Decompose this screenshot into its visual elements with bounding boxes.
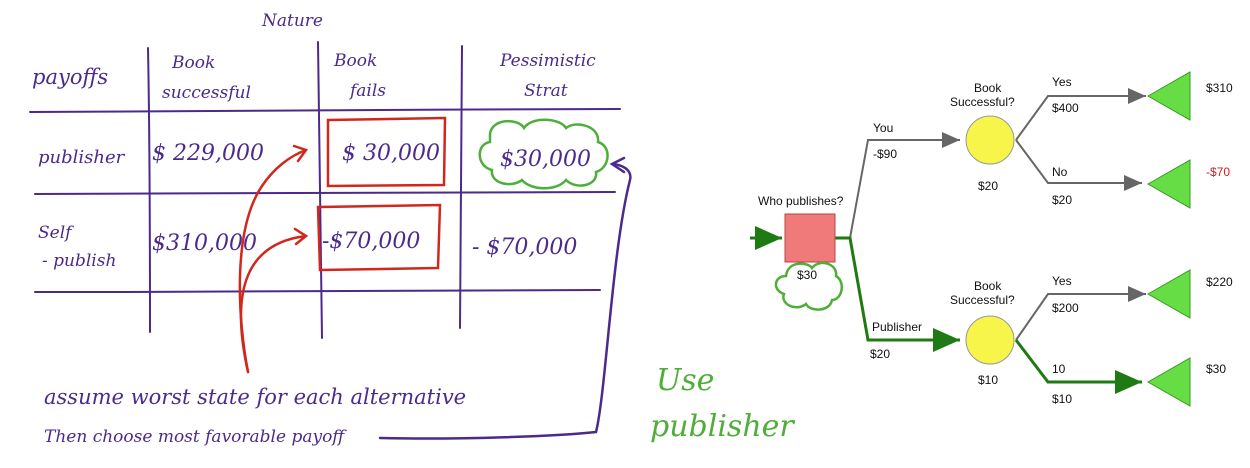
header-col2-line2: fails <box>348 81 386 101</box>
header-col1-line1: Book <box>171 53 215 73</box>
row-publisher-fails: $ 30,000 <box>342 141 440 166</box>
row-self-pessimistic: - $70,000 <box>472 235 577 260</box>
row-label-publisher: publisher <box>38 147 126 168</box>
table-line-bottom <box>34 289 601 293</box>
top-no-label: No <box>1052 165 1068 179</box>
row-self-fails: -$70,000 <box>322 229 420 254</box>
decision-node-label: Who publishes? <box>758 194 844 208</box>
table-line-middle <box>34 191 616 195</box>
nature-label: Nature <box>261 11 323 31</box>
terminal-node-bottom-yes <box>1146 269 1191 319</box>
top-yes-value: $400 <box>1052 101 1079 115</box>
chance-bottom-label-2: Successful? <box>950 293 1015 307</box>
handwritten-notes: Nature payoffs Book successful Book fail… <box>29 11 795 447</box>
terminal-node-top-no <box>1146 159 1191 209</box>
chance-top-value: $20 <box>978 179 998 193</box>
table-col-line-1 <box>147 47 151 333</box>
decision-node-value: $30 <box>797 268 817 282</box>
red-arrow-to-self-fails <box>239 234 308 374</box>
table-col-line-2 <box>317 41 323 339</box>
bottom-yes-line <box>1015 286 1146 341</box>
row-self-fails-box <box>316 203 442 272</box>
bottom-no-line <box>1014 339 1142 394</box>
bottom-no-value: $10 <box>1052 392 1072 406</box>
header-col3-line1: Pessimistic <box>499 51 596 71</box>
header-payoffs: payoffs <box>32 65 108 89</box>
row-publisher-pessimistic: $30,000 <box>500 147 591 172</box>
header-col3-line2: Strat <box>524 81 568 101</box>
decision-value-cloud <box>774 261 844 311</box>
header-col1-line2: successful <box>162 83 251 103</box>
row-publisher-fails-box <box>326 116 447 188</box>
branch-you-label: You <box>873 121 893 135</box>
terminal-top-yes-payoff: $310 <box>1206 81 1233 95</box>
row-publisher-pessimistic-cloud <box>478 118 609 190</box>
top-no-value: $20 <box>1052 193 1072 207</box>
note-line-2: Then choose most favorable payoff <box>44 427 347 447</box>
note-line-1: assume worst state for each alternative <box>44 385 466 409</box>
chance-node-bottom <box>965 315 1015 365</box>
red-arrow-to-publisher-fails <box>238 148 308 374</box>
red-arrows <box>238 144 309 374</box>
header-col2-line1: Book <box>333 51 377 71</box>
row-label-self-line1: Self <box>38 223 74 243</box>
chance-bottom-label-1: Book <box>974 279 1002 293</box>
terminal-bottom-no-payoff: $30 <box>1206 362 1226 376</box>
bottom-no-label: 10 <box>1052 362 1066 376</box>
top-yes-line <box>1015 88 1146 141</box>
row-publisher-successful: $ 229,000 <box>152 141 264 166</box>
payoff-table-lines <box>29 41 621 339</box>
terminal-node-bottom-no <box>1146 357 1191 407</box>
branch-you-cost: -$90 <box>873 147 897 161</box>
terminal-top-no-payoff: -$70 <box>1206 165 1230 179</box>
table-line-header <box>29 108 621 113</box>
branch-publisher-label: Publisher <box>872 320 922 334</box>
chance-top-label-1: Book <box>974 81 1002 95</box>
conclusion-line-2: publisher <box>650 409 795 444</box>
conclusion-line-1: Use <box>656 363 714 398</box>
chance-top-label-2: Successful? <box>950 95 1015 109</box>
top-yes-label: Yes <box>1052 75 1072 89</box>
branch-publisher-line <box>835 236 960 352</box>
branch-publisher-cost: $20 <box>870 347 890 361</box>
branch-you-line <box>835 132 960 239</box>
top-no-line <box>1015 139 1142 191</box>
chance-node-top <box>965 115 1015 165</box>
row-label-self-line2: - publish <box>42 251 116 271</box>
row-self-successful: $310,000 <box>152 231 257 256</box>
chance-bottom-value: $10 <box>978 373 998 387</box>
decision-tree: Who publishes? $30 You -$90 Publisher $2… <box>750 71 1233 407</box>
table-col-line-3 <box>459 45 463 329</box>
bottom-yes-value: $200 <box>1052 301 1079 315</box>
decision-node <box>784 213 836 263</box>
purple-return-arrow <box>378 156 632 440</box>
bottom-yes-label: Yes <box>1052 274 1072 288</box>
terminal-node-top-yes <box>1146 71 1191 121</box>
terminal-bottom-yes-payoff: $220 <box>1206 275 1233 289</box>
